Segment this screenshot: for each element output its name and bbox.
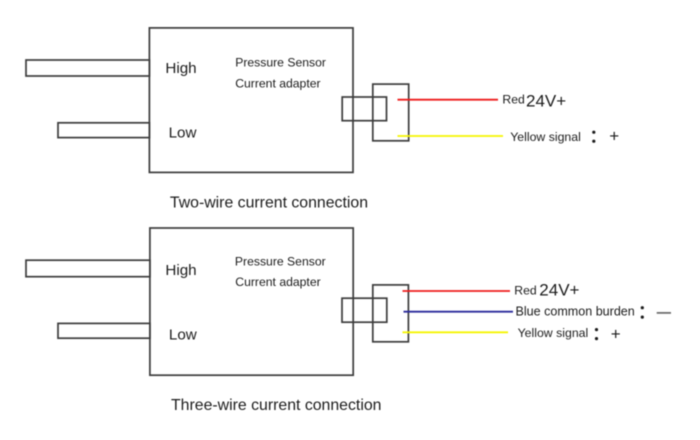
svg-text:24V+: 24V+ <box>539 281 579 300</box>
svg-text:Low: Low <box>169 326 197 343</box>
svg-text:Current adapter: Current adapter <box>235 77 320 91</box>
svg-text:Three-wire current connection: Three-wire current connection <box>171 397 381 414</box>
svg-text:Blue common burden: Blue common burden <box>516 305 635 319</box>
svg-text:+: + <box>609 126 619 145</box>
svg-text:Pressure Sensor: Pressure Sensor <box>235 255 326 269</box>
svg-text:Two-wire current connection: Two-wire current connection <box>170 194 368 211</box>
svg-text:Red: Red <box>502 92 524 106</box>
svg-text:24V+: 24V+ <box>526 91 566 110</box>
svg-text:Pressure Sensor: Pressure Sensor <box>235 56 326 70</box>
svg-text:Low: Low <box>169 125 197 142</box>
svg-text:High: High <box>165 60 196 77</box>
svg-text:Yellow signal: Yellow signal <box>510 130 581 144</box>
svg-text:Red: Red <box>514 283 536 297</box>
svg-text:+: + <box>611 325 621 344</box>
svg-text:High: High <box>165 262 196 279</box>
svg-text:Yellow signal: Yellow signal <box>518 326 589 340</box>
svg-text:Current adapter: Current adapter <box>235 275 320 289</box>
